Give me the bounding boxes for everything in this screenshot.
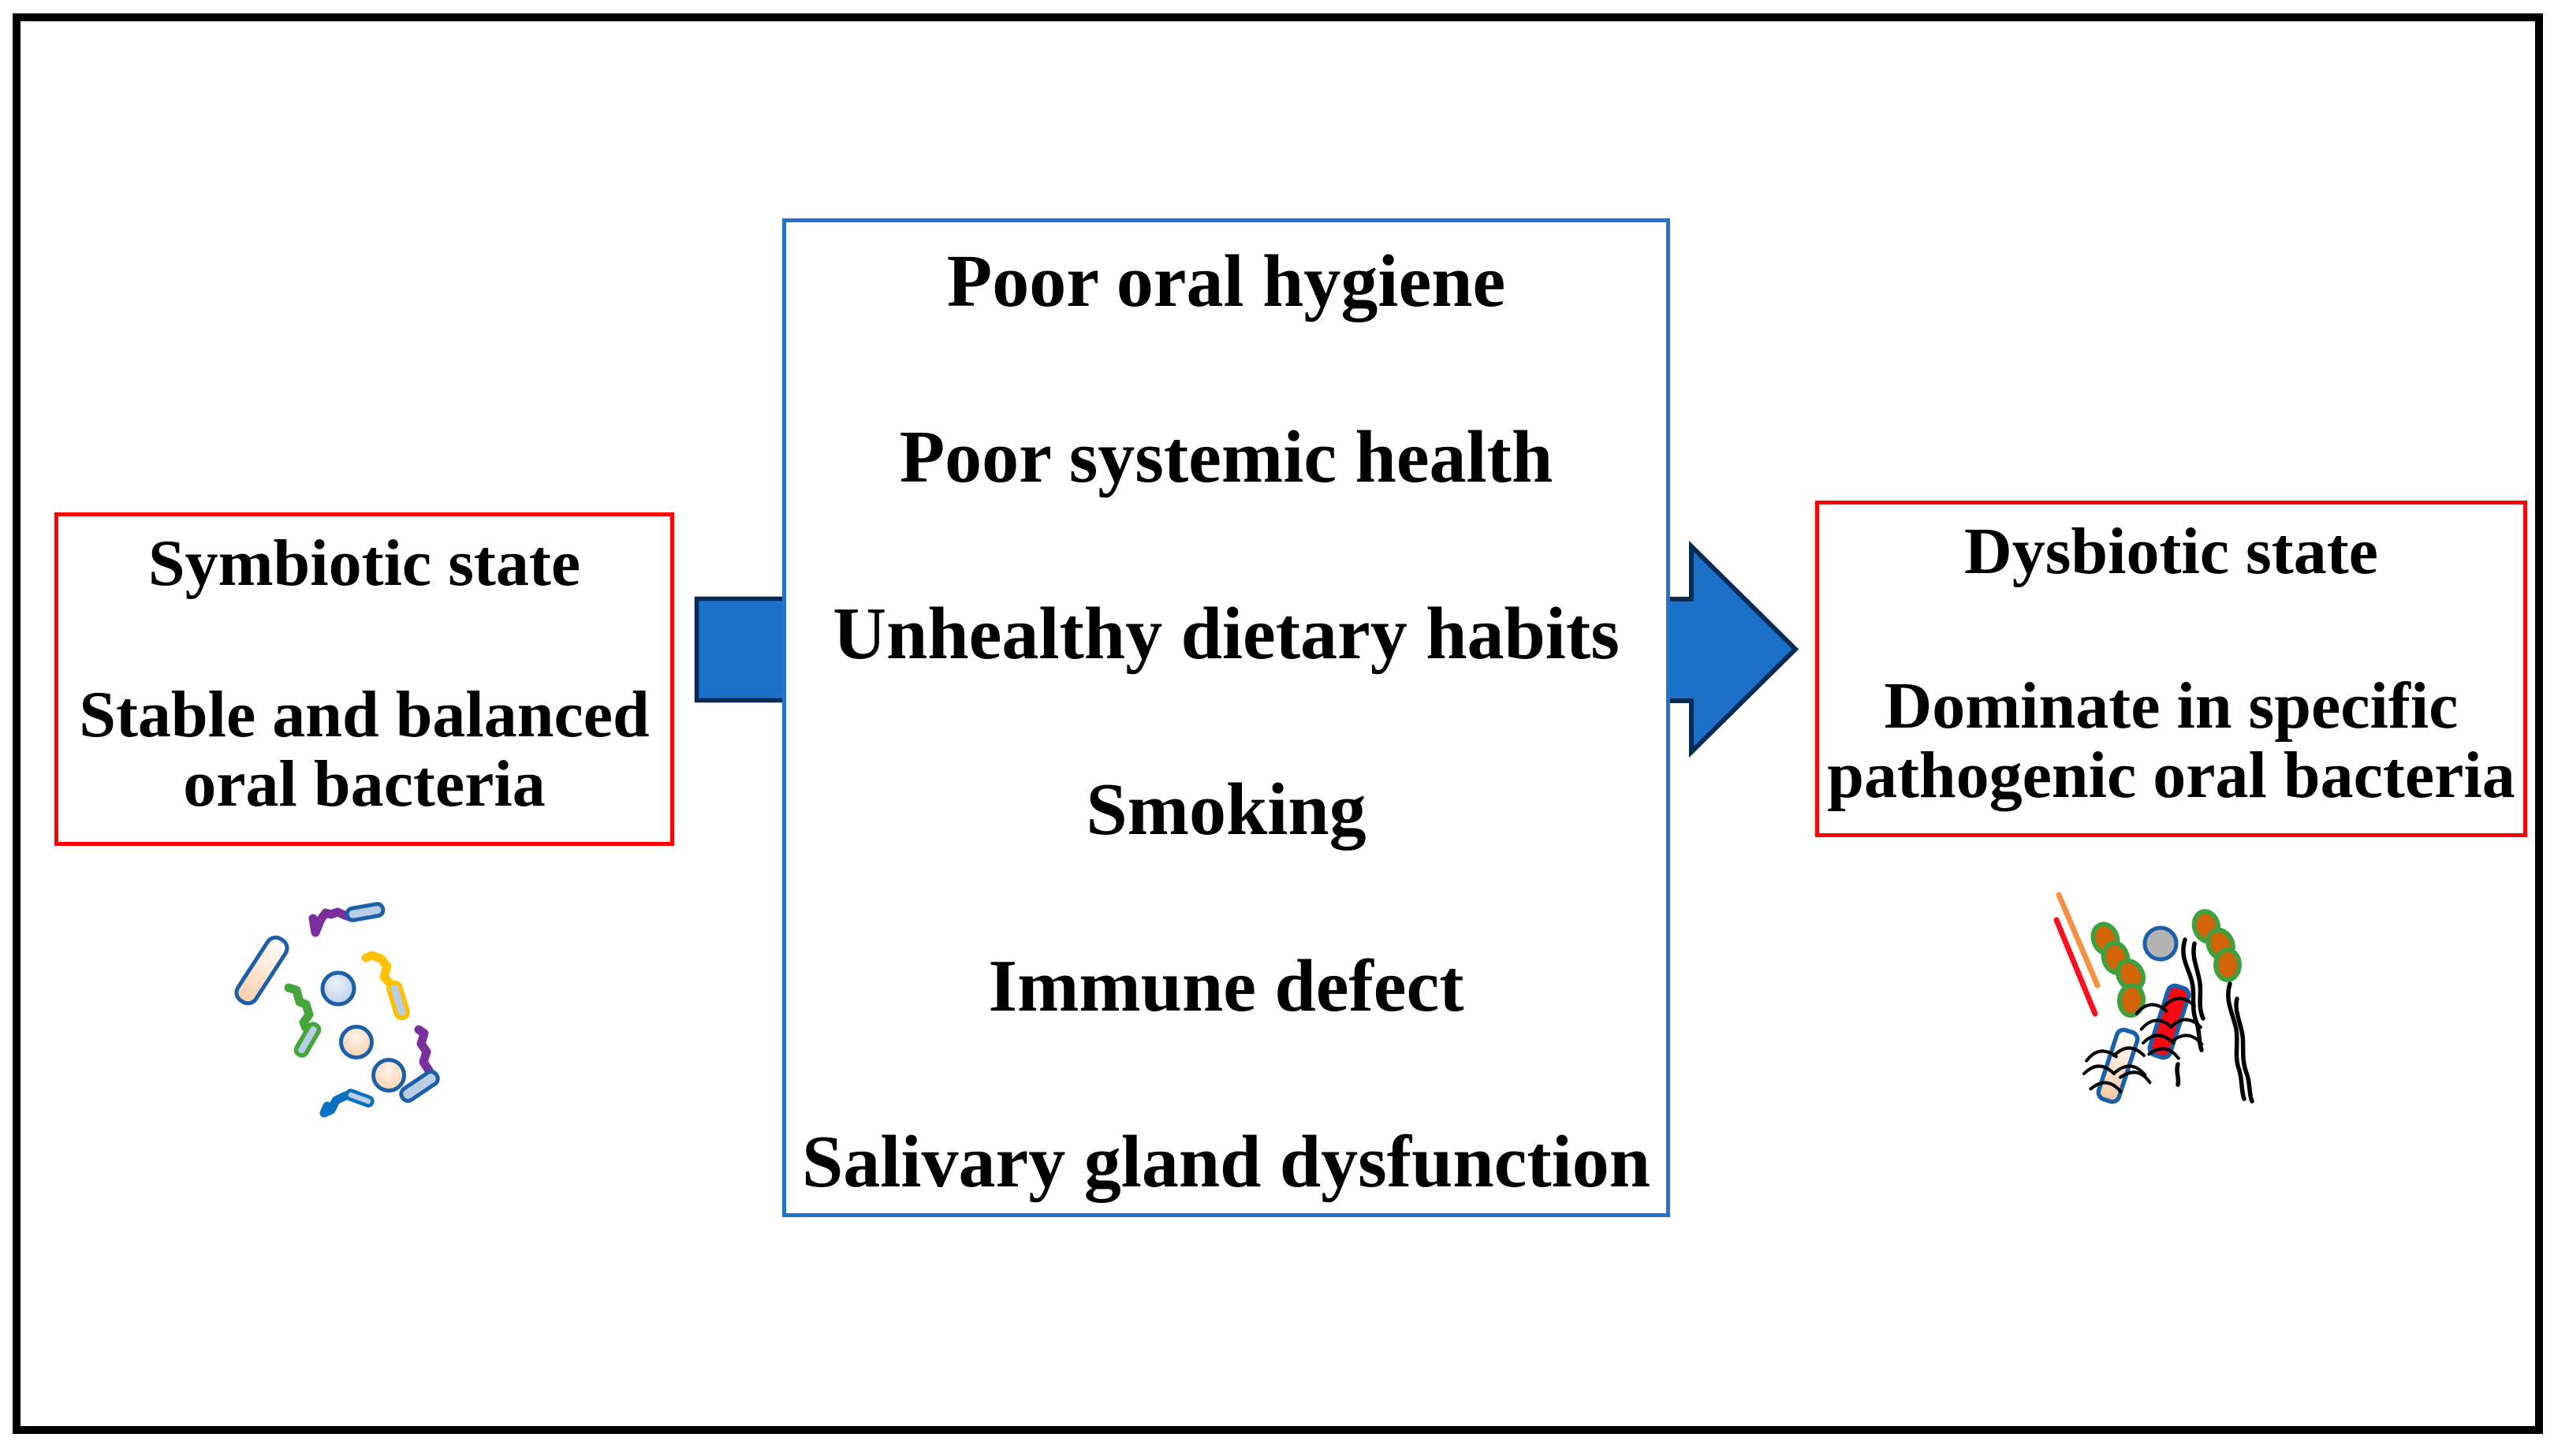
gray-coccus-icon [2142, 925, 2179, 962]
risk-item-smoking: Smoking [1086, 769, 1366, 851]
dysbiotic-body-line: pathogenic oral bacteria [1827, 738, 2515, 812]
risk-factors-box: Poor oral hygiene Poor systemic health U… [782, 218, 1670, 1217]
symbiotic-box-body: Stable and balanced oral bacteria [79, 680, 650, 818]
peach-coccus-icon [339, 1025, 406, 1093]
red-ciliated-rod-bacterium-icon [2135, 983, 2204, 1060]
dysbiotic-body-line: Dominate in specific [1884, 669, 2459, 743]
risk-item-unhealthy-dietary-habits: Unhealthy dietary habits [833, 592, 1620, 675]
symbiotic-box-title: Symbiotic state [147, 527, 581, 600]
green-flagellate-bacterium-icon [284, 983, 322, 1058]
purple-squiggle-bacterium-icon [399, 1025, 440, 1103]
orange-rod-line-icon [2056, 892, 2101, 989]
orange-cocci-chain-icon [2090, 922, 2146, 1018]
yellow-flagellate-bacterium-icon [361, 951, 410, 1021]
purple-flagellate-bacterium-icon [308, 902, 386, 937]
large-bacillus-icon [234, 935, 289, 1006]
peach-ciliated-rod-bacterium-icon [2082, 1027, 2152, 1104]
symbiotic-body-line: oral bacteria [183, 747, 546, 821]
symbiotic-state-box: Symbiotic state Stable and balanced oral… [54, 512, 674, 846]
right-arrow-icon [1654, 540, 1799, 758]
symbiotic-body-line: Stable and balanced [79, 678, 650, 752]
orange-cocci-chain-icon [2191, 909, 2242, 982]
filament-bacteria-icon [2175, 937, 2254, 1104]
balanced-oral-bacteria-icon [234, 902, 440, 1118]
figure-border [13, 13, 2543, 1434]
red-rod-line-icon [2053, 917, 2098, 1017]
blue-coccus-icon [320, 970, 356, 1007]
blue-flagellate-bacterium-icon [319, 1089, 375, 1118]
pathogenic-oral-bacteria-icon [2053, 892, 2254, 1104]
left-connector-arrow [694, 596, 795, 703]
dysbiotic-state-box: Dysbiotic state Dominate in specific pat… [1815, 501, 2527, 837]
dysbiotic-box-title: Dysbiotic state [1964, 515, 2378, 588]
risk-item-salivary-gland-dysfunction: Salivary gland dysfunction [801, 1121, 1651, 1204]
risk-item-immune-defect: Immune defect [988, 944, 1464, 1027]
dysbiotic-box-body: Dominate in specific pathogenic oral bac… [1827, 672, 2515, 810]
risk-item-poor-systemic-health: Poor systemic health [899, 416, 1553, 499]
risk-item-poor-oral-hygiene: Poor oral hygiene [946, 240, 1506, 322]
